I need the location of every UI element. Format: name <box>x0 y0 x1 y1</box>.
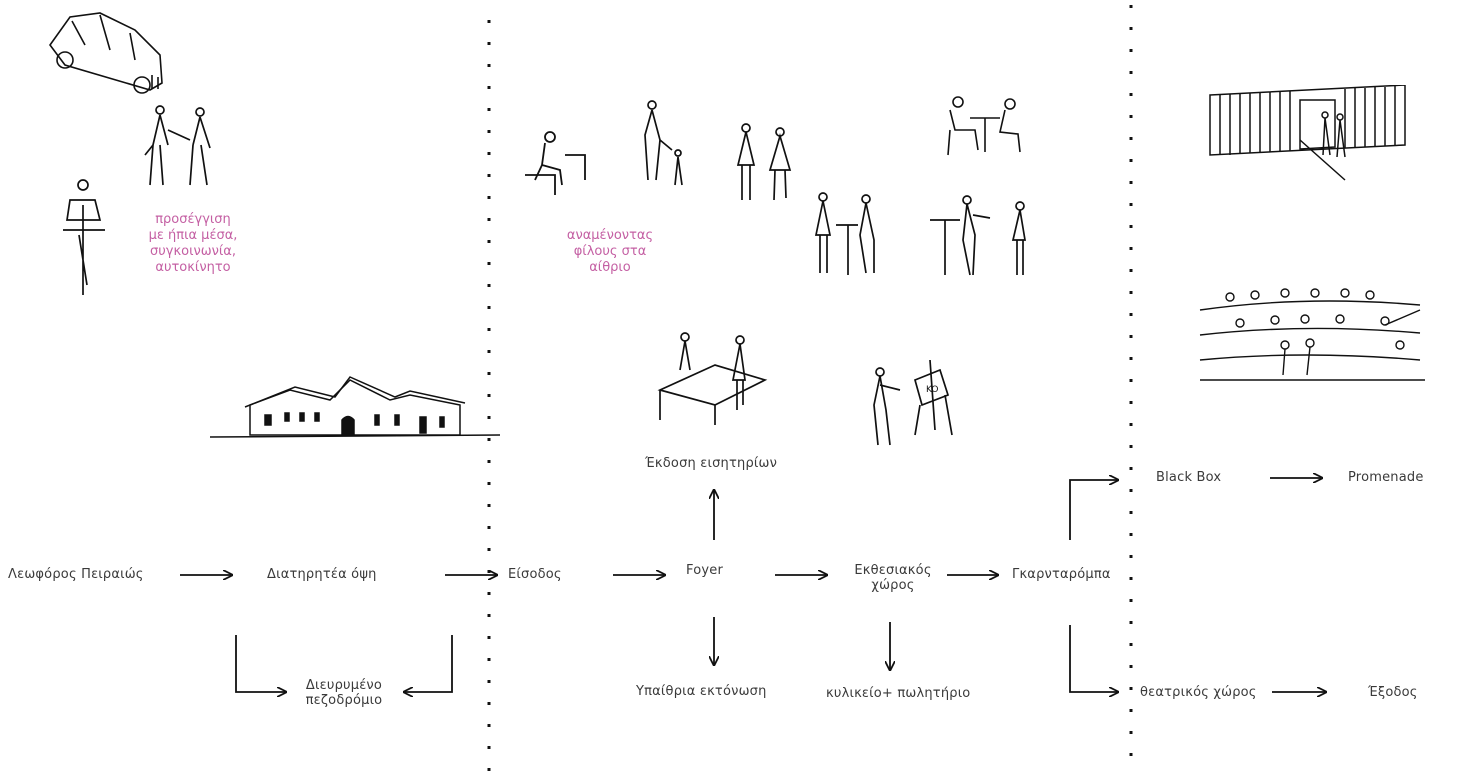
standing-bar-icon <box>814 192 875 275</box>
node-entrance: Είσοδος <box>508 567 562 582</box>
node-promenade: Promenade <box>1348 470 1424 485</box>
node-cafe: κυλικείο+ πωλητήριο <box>826 686 971 701</box>
node-exit: Έξοδος <box>1368 685 1418 700</box>
bar-conversation-icon <box>930 195 1027 276</box>
node-foyer: Foyer <box>686 563 724 578</box>
couple-walking-icon <box>144 105 211 186</box>
two-people-icon <box>736 123 792 201</box>
node-facade: Διατηρητέα όψη <box>267 567 377 582</box>
node-avenue: Λεωφόρος Πειραιώς <box>8 567 144 582</box>
node-sidewalk: Διευρυμένο πεζοδρόμιο <box>305 678 383 708</box>
car-icon <box>49 12 163 94</box>
seated-person-icon <box>525 131 586 195</box>
arrow-facade-sidewalk <box>235 635 286 692</box>
node-blackbox: Black Box <box>1156 470 1222 485</box>
node-tickets: Έκδοση εισητηρίων <box>645 456 778 471</box>
node-exhibition: Εκθεσιακός χώρος <box>854 563 932 593</box>
arrow-sidewalk-return <box>404 635 453 692</box>
node-wardrobe: Γκαρνταρόμπα <box>1012 567 1111 582</box>
node-outdoor: Υπαίθρια εκτόνωση <box>636 684 767 699</box>
easel-icon: KO <box>873 359 953 446</box>
approach-line-2: με ήπια μέσα, <box>148 228 238 243</box>
ticket-desk-icon <box>657 332 768 425</box>
cafe-table-icon <box>947 96 1021 156</box>
approach-line-4: αυτοκίνητο <box>155 260 231 275</box>
waiting-line-2: φίλους στα <box>573 244 647 259</box>
arrow-wardrobe-blackbox <box>1069 480 1118 540</box>
waiting-line-3: αίθριο <box>589 260 631 275</box>
waiting-annotation: αναμένοντας φίλους στα αίθριο <box>555 228 665 276</box>
theater-audience-icon <box>1199 288 1425 381</box>
approach-line-3: συγκοινωνία, <box>150 244 236 259</box>
approach-annotation: προσέγγιση με ήπια μέσα, συγκοινωνία, αυ… <box>128 212 258 276</box>
node-theater: θεατρικός χώρος <box>1140 685 1257 700</box>
arrow-wardrobe-theater <box>1069 625 1118 692</box>
cyclist-icon <box>63 179 105 295</box>
waiting-line-1: αναμένοντας <box>566 228 654 243</box>
approach-line-1: προσέγγιση <box>155 212 231 227</box>
svg-text:KO: KO <box>926 385 939 395</box>
building-facade-icon <box>210 376 500 438</box>
parent-child-icon <box>644 100 683 186</box>
black-box-building-icon <box>1209 85 1406 181</box>
